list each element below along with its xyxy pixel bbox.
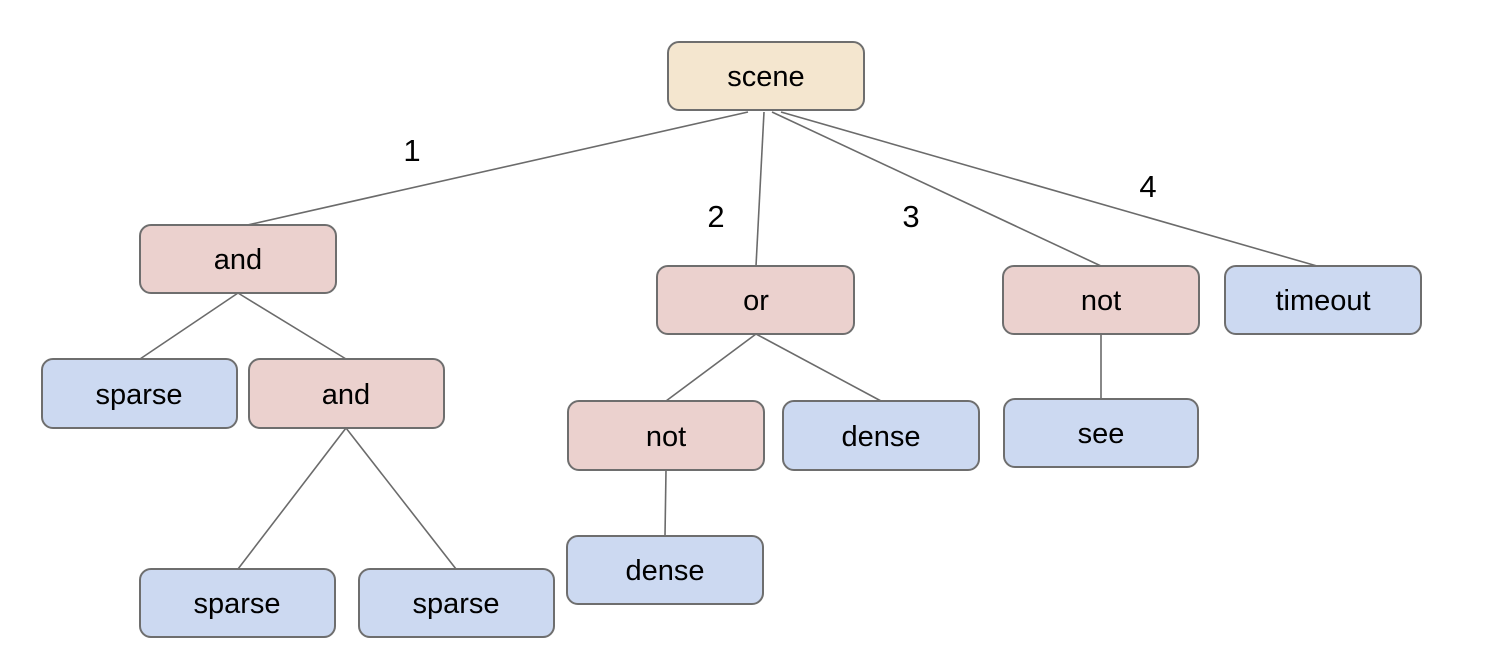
node-scene: scene xyxy=(667,41,865,111)
edge-label-1: 1 xyxy=(403,133,420,168)
node-dense-1-box xyxy=(782,400,980,471)
edge-label-2: 2 xyxy=(707,199,724,234)
node-sparse-3-label: sparse xyxy=(412,588,499,620)
node-sparse-1-box xyxy=(41,358,238,429)
edge-label-group: 1 2 3 4 xyxy=(403,133,1156,234)
node-dense-1: dense xyxy=(782,400,980,471)
edge-group xyxy=(139,111,1318,570)
edge-and-and xyxy=(237,292,347,360)
node-timeout-1: timeout xyxy=(1224,265,1422,335)
node-or-1-label: or xyxy=(743,285,769,317)
node-not-2-box xyxy=(567,400,765,471)
node-not-2: not xyxy=(567,400,765,471)
edge-scene-not xyxy=(771,111,1102,267)
edge-label-4: 4 xyxy=(1139,169,1156,204)
edge-scene-or xyxy=(755,111,765,267)
node-sparse-3: sparse xyxy=(358,568,555,638)
node-timeout-1-box xyxy=(1224,265,1422,335)
node-see-1-box xyxy=(1003,398,1199,468)
node-not-2-label: not xyxy=(646,421,686,453)
node-see-1: see xyxy=(1003,398,1199,468)
node-sparse-3-box xyxy=(358,568,555,638)
node-not-1: not xyxy=(1002,265,1200,335)
node-or-1: or xyxy=(656,265,855,335)
edge-and-sparse xyxy=(139,292,239,360)
node-and-1-label: and xyxy=(214,244,262,276)
node-and-1-box xyxy=(139,224,337,294)
edge-and2-sparse3 xyxy=(345,427,457,570)
node-dense-2-box xyxy=(566,535,764,605)
node-sparse-1-label: sparse xyxy=(95,379,182,411)
node-dense-1-label: dense xyxy=(841,421,920,453)
node-dense-2-label: dense xyxy=(625,555,704,587)
edge-scene-timeout xyxy=(780,111,1318,267)
node-sparse-2: sparse xyxy=(139,568,336,638)
node-see-1-label: see xyxy=(1078,418,1125,450)
node-sparse-1: sparse xyxy=(41,358,238,429)
node-and-2-box xyxy=(248,358,445,429)
node-not-1-label: not xyxy=(1081,285,1121,317)
edge-not2-dense2 xyxy=(664,469,667,537)
node-sparse-2-label: sparse xyxy=(193,588,280,620)
node-sparse-2-box xyxy=(139,568,336,638)
edge-label-3: 3 xyxy=(902,199,919,234)
edge-and2-sparse2 xyxy=(237,427,347,570)
node-and-2: and xyxy=(248,358,445,429)
node-dense-2: dense xyxy=(566,535,764,605)
node-and-2-label: and xyxy=(322,379,370,411)
node-timeout-1-label: timeout xyxy=(1275,285,1370,317)
edge-or-dense xyxy=(755,333,882,402)
node-and-1: and xyxy=(139,224,337,294)
edge-or-not2 xyxy=(665,333,757,402)
node-scene-box xyxy=(667,41,865,111)
node-not-1-box xyxy=(1002,265,1200,335)
node-scene-label: scene xyxy=(727,61,804,93)
edge-scene-and xyxy=(242,111,749,227)
node-or-1-box xyxy=(656,265,855,335)
